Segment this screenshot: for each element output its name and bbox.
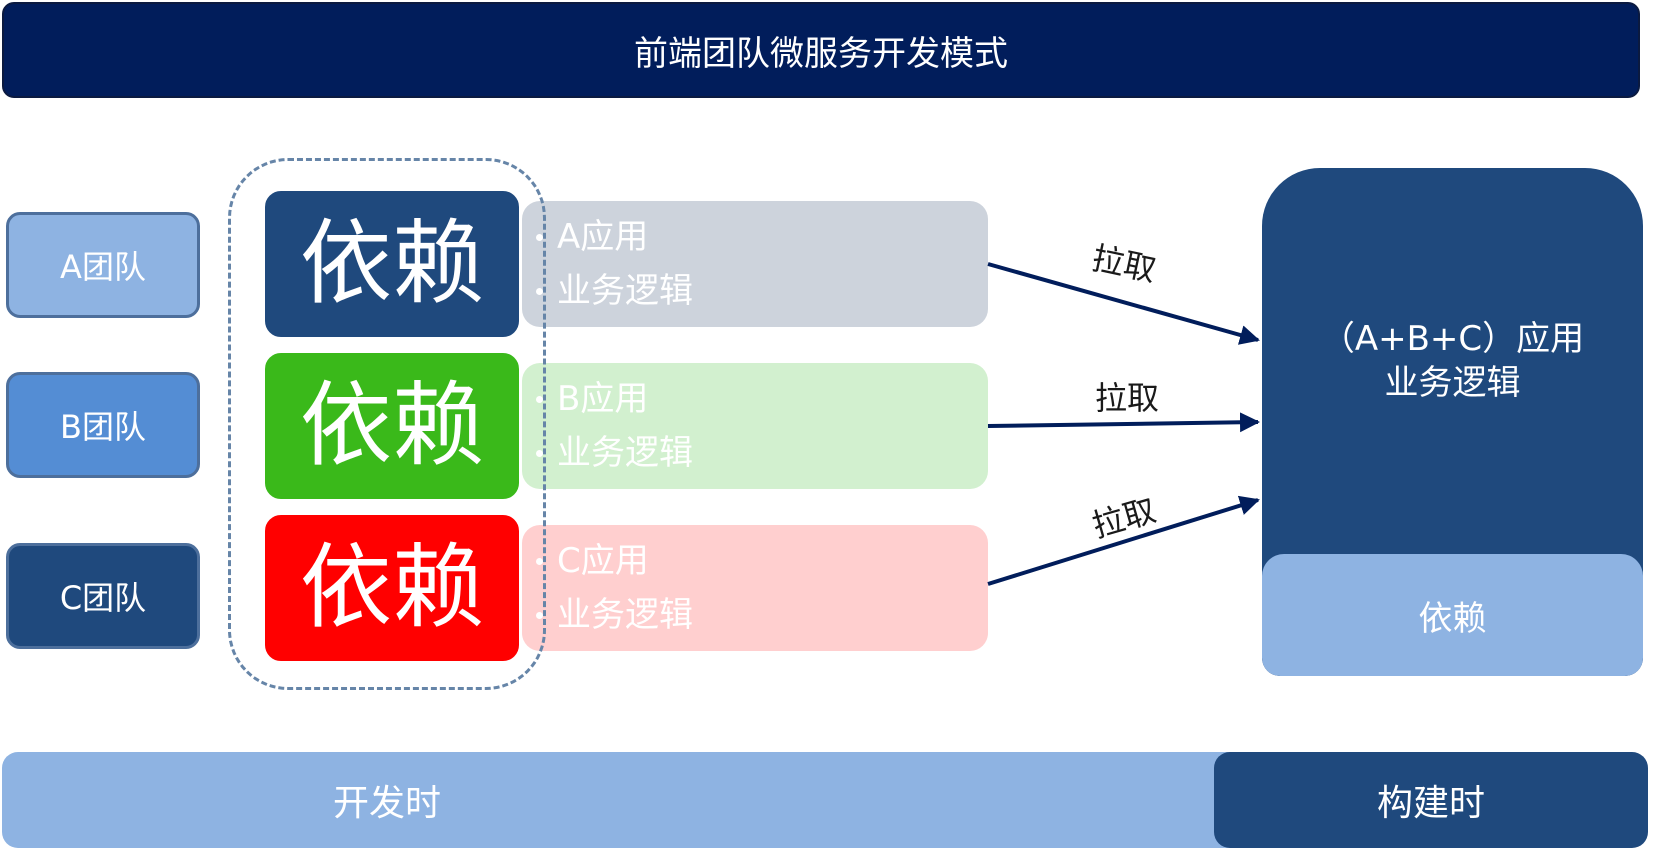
combined-logic-label: 业务逻辑 <box>1384 363 1521 403</box>
app-a-label: A应用 <box>557 217 649 257</box>
dependency-group-outline <box>228 158 546 690</box>
app-a-logic-row: 业务逻辑 <box>536 264 988 318</box>
app-b-label-row: B应用 <box>536 372 988 426</box>
bullet-icon <box>536 395 543 403</box>
app-b-logic-box: B应用 业务逻辑 <box>522 363 988 489</box>
combined-app-label: （A+B+C）应用 <box>1320 319 1585 359</box>
bullet-icon <box>536 611 543 619</box>
team-a-box: A团队 <box>6 212 200 318</box>
pull-label-b: 拉取 <box>1095 379 1160 417</box>
app-a-label-row: A应用 <box>536 210 988 264</box>
pull-arrow-a <box>987 262 1260 345</box>
pull-arrow-b <box>987 412 1260 433</box>
dependency-b-box: 依赖 <box>263 351 521 501</box>
combined-app-box: （A+B+C）应用 业务逻辑 依赖 <box>1262 168 1643 676</box>
bullet-icon <box>536 449 543 457</box>
team-b-box: B团队 <box>6 372 200 478</box>
app-c-logic-label: 业务逻辑 <box>557 595 693 635</box>
bullet-icon <box>536 233 543 241</box>
app-b-label: B应用 <box>557 379 649 419</box>
bullet-icon <box>536 287 543 295</box>
app-a-logic-label: 业务逻辑 <box>557 271 693 311</box>
app-c-label: C应用 <box>557 541 649 581</box>
dependency-c-box: 依赖 <box>263 513 521 663</box>
app-a-logic-box: A应用 业务逻辑 <box>522 201 988 327</box>
pull-arrow-c <box>987 495 1260 586</box>
build-phase-bar: 构建时 <box>1214 752 1648 848</box>
bullet-icon <box>536 557 543 565</box>
app-b-logic-label: 业务逻辑 <box>557 433 693 473</box>
app-c-logic-row: 业务逻辑 <box>536 588 988 642</box>
diagram-title: 前端团队微服务开发模式 <box>2 2 1640 98</box>
combined-app-label-group: （A+B+C）应用 业务逻辑 <box>1262 168 1643 554</box>
app-c-logic-box: C应用 业务逻辑 <box>522 525 988 651</box>
app-c-label-row: C应用 <box>536 534 988 588</box>
combined-dependency-box: 依赖 <box>1262 554 1643 676</box>
app-b-logic-row: 业务逻辑 <box>536 426 988 480</box>
dependency-a-box: 依赖 <box>263 189 521 339</box>
dev-phase-label: 开发时 <box>332 783 441 824</box>
team-c-box: C团队 <box>6 543 200 649</box>
